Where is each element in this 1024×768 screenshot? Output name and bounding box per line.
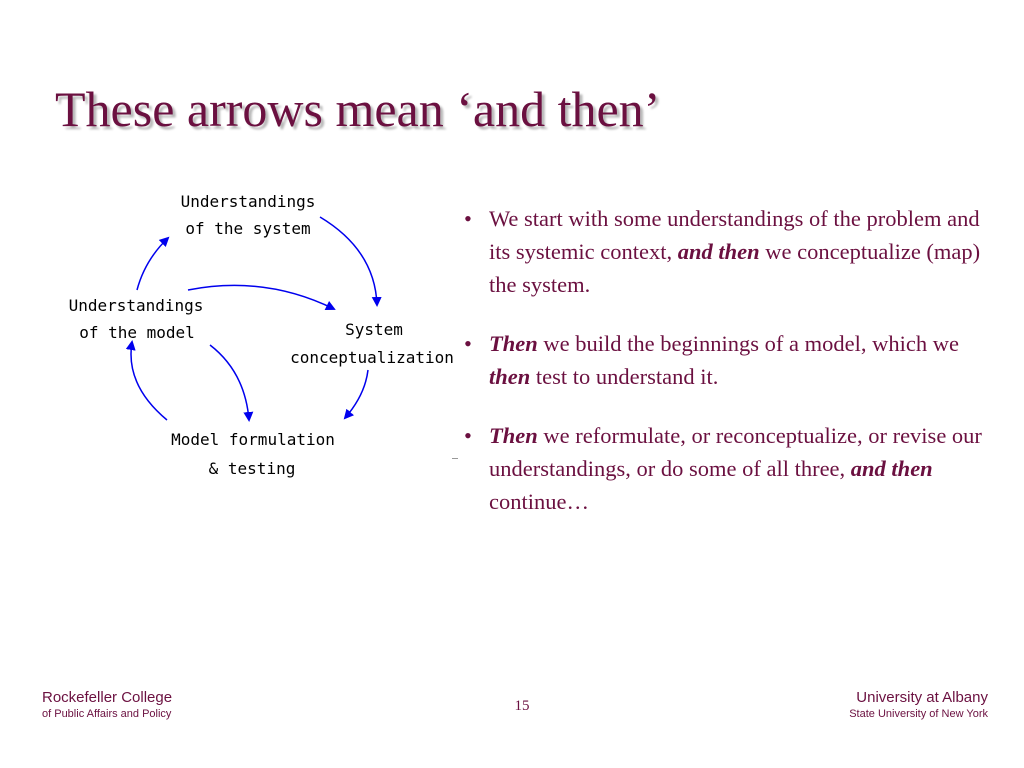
bullet-text: we conceptualize (map) the system.	[489, 239, 981, 297]
slide-title: These arrows mean ‘and then’	[55, 81, 661, 137]
arrow-model-to-formulation	[209, 344, 254, 422]
footer-right: University at Albany State University of…	[849, 688, 988, 721]
node-system-conceptualization-line2: conceptualization	[290, 348, 454, 367]
bullet-emphasis: Then	[489, 423, 538, 448]
bullet-emphasis: Then	[489, 331, 538, 356]
bullet-text: we build the beginnings of a model, whic…	[537, 331, 959, 356]
arrow-conceptualization-to-formulation	[343, 369, 369, 420]
node-understandings-system-line1: Understandings	[181, 192, 316, 211]
bullet-emphasis: then	[489, 364, 531, 389]
footer-college-name: Rockefeller College	[42, 689, 173, 706]
footer-university-name: University at Albany	[856, 689, 988, 706]
arrow-model-to-conceptualization	[187, 284, 336, 310]
bullet-text: We start with some understandings of the…	[489, 206, 980, 264]
node-model-formulation-line1: Model formulation	[171, 430, 335, 449]
bullet-text: we reformulate, or reconceptualize, or r…	[489, 423, 982, 481]
footer-university-subtitle: State University of New York	[849, 708, 988, 720]
arrow-formulation-to-model	[125, 340, 168, 421]
node-understandings-model-line2: of the model	[79, 323, 195, 342]
footer-college-subtitle: of Public Affairs and Policy	[42, 708, 172, 720]
node-model-formulation-line2: & testing	[209, 459, 296, 478]
bullet-dot: •	[464, 423, 472, 448]
arrow-system-to-conceptualization	[319, 216, 382, 307]
node-understandings-model-line1: Understandings	[69, 296, 204, 315]
bullet-text: test to understand it.	[530, 364, 719, 389]
bullet-emphasis: and then	[677, 239, 760, 264]
bullet-item-1: • We start with some understandings of t…	[462, 202, 982, 301]
stray-mark	[452, 458, 458, 459]
bullet-emphasis: and then	[850, 456, 933, 481]
bullet-item-2: • Then we build the beginnings of a mode…	[462, 327, 982, 393]
node-understandings-system-line2: of the system	[185, 219, 310, 238]
node-system-conceptualization-line1: System	[345, 320, 403, 339]
arrow-model-to-system	[136, 236, 170, 291]
bullet-item-3: • Then we reformulate, or reconceptualiz…	[462, 419, 982, 518]
bullet-dot: •	[464, 206, 472, 231]
page-number: 15	[514, 698, 530, 714]
bullet-dot: •	[464, 331, 472, 356]
footer-left: Rockefeller College of Public Affairs an…	[42, 688, 172, 721]
bullet-list: • We start with some understandings of t…	[462, 202, 982, 544]
bullet-text: continue…	[489, 489, 589, 514]
